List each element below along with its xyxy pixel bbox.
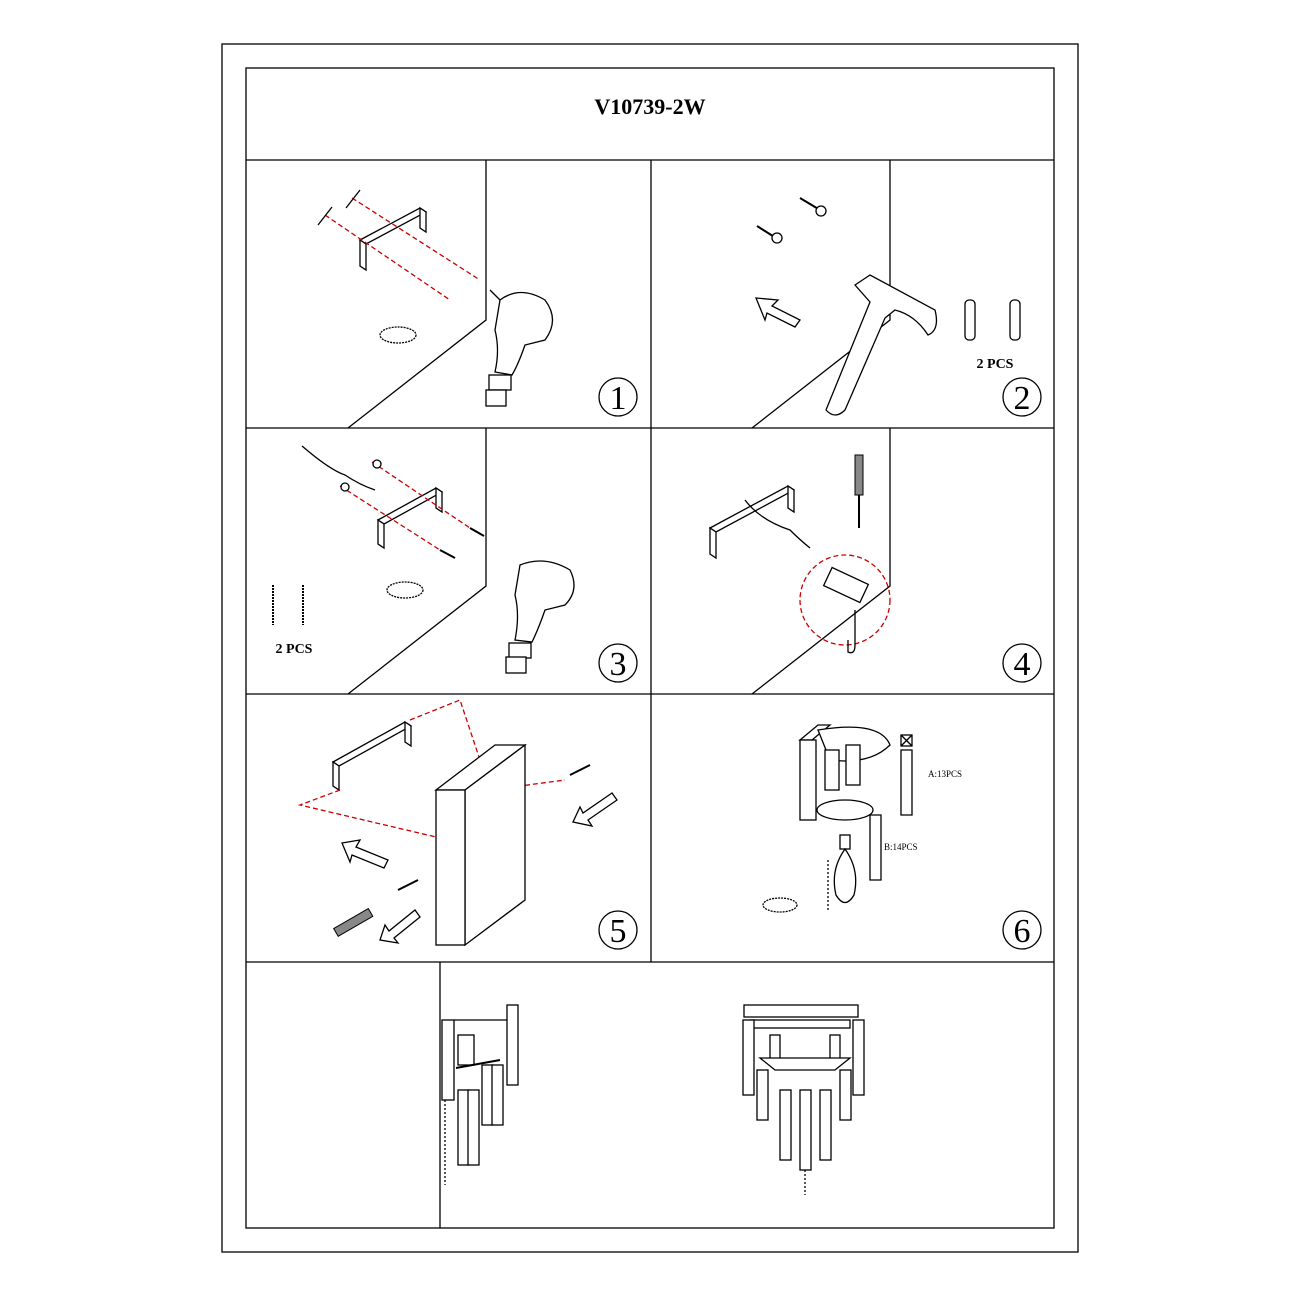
step-number: 5 — [610, 913, 627, 950]
step-number: 2 — [1014, 380, 1031, 417]
step-number-badge — [1002, 643, 1042, 683]
step-number-badge — [1002, 910, 1042, 950]
step-1-panel: 1 — [317, 160, 638, 429]
step-5-panel: 5 — [297, 699, 638, 950]
quantity-label: 2 PCS — [276, 642, 313, 657]
screw-icon — [756, 197, 827, 244]
drill-icon — [485, 289, 554, 407]
rotate-icon — [762, 897, 798, 913]
wall-corner — [751, 160, 891, 429]
screw-icon — [272, 585, 304, 625]
step-6-panel: A:13PCS B:14PCS 6 — [762, 724, 1042, 950]
wall-corner — [347, 160, 487, 429]
guide-line — [324, 214, 451, 301]
step-number-badge — [598, 910, 638, 950]
outer-border — [221, 43, 1079, 1253]
step-number: 6 — [1014, 913, 1031, 950]
mounting-bracket — [331, 720, 413, 792]
step-3-panel: 2 PCS 3 — [272, 428, 638, 695]
wall-corner — [347, 428, 487, 695]
mounting-bracket — [358, 206, 428, 272]
crystal-b-label: B:14PCS — [884, 842, 918, 852]
side-view-drawing — [441, 1004, 519, 1185]
arrow-icon — [754, 297, 801, 328]
step-number-badge — [1002, 377, 1042, 417]
step-2-panel: 2 PCS 2 — [751, 160, 1042, 429]
mounting-bracket — [376, 486, 444, 550]
wall-anchor-icon — [964, 299, 1021, 341]
arrow-icon — [341, 839, 389, 869]
step-4-panel: 4 — [708, 428, 1042, 695]
screwdriver-icon — [854, 454, 864, 528]
step-number-badge — [598, 377, 638, 417]
crystal-a-label: A:13PCS — [928, 769, 962, 779]
screwdriver-icon — [332, 907, 374, 938]
drill-icon — [505, 560, 575, 674]
rotate-icon — [386, 581, 424, 599]
step-number-badge — [598, 643, 638, 683]
lamp-body — [798, 724, 891, 821]
detail-circle — [799, 554, 891, 646]
wire — [744, 499, 811, 549]
bulb-icon — [833, 834, 857, 904]
wire — [301, 445, 376, 491]
guide-line — [351, 197, 481, 281]
canopy-plate — [434, 743, 527, 947]
guide-line — [409, 699, 566, 791]
screw-icon — [397, 879, 419, 891]
mounting-bracket — [708, 484, 796, 560]
arrow-icon — [572, 792, 618, 827]
guide-line — [297, 789, 471, 846]
step-number: 3 — [610, 646, 627, 683]
crystal-a-icon — [900, 734, 913, 816]
screw-icon — [569, 764, 591, 776]
rotate-icon — [379, 326, 417, 344]
crystal-b-icon — [869, 814, 882, 881]
step-number: 4 — [1014, 646, 1031, 683]
quantity-label: 2 PCS — [977, 357, 1014, 372]
wall-corner — [751, 428, 891, 695]
step-number: 1 — [610, 380, 627, 417]
front-view-drawing — [742, 1004, 865, 1195]
terminal-block-icon — [822, 566, 870, 654]
arrow-icon — [379, 909, 421, 944]
inner-border — [245, 67, 1055, 1229]
model-title: V10739-2W — [594, 94, 705, 119]
hammer-icon — [825, 274, 938, 416]
